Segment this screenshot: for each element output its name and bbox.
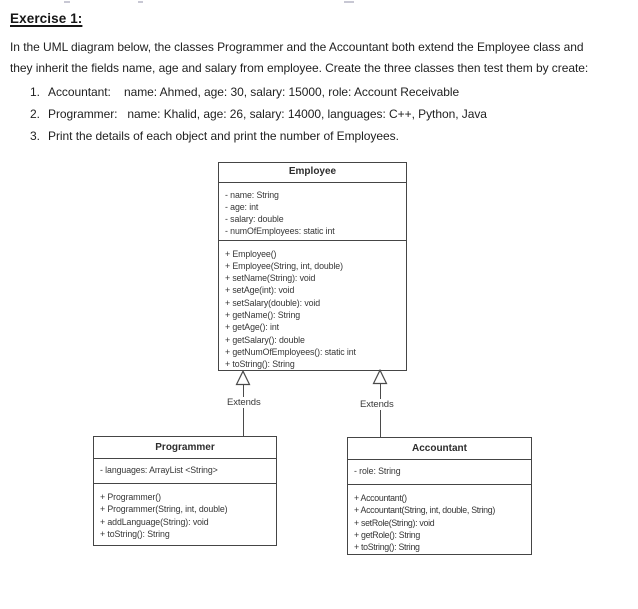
uml-member-line: + getAge(): int (225, 322, 280, 333)
class-methods-employee: + Employee()+ Employee(String, int, doub… (219, 241, 406, 375)
uml-member-line: - age: int (225, 201, 259, 212)
intro-line-2: they inherit the fields name, age and sa… (10, 61, 589, 75)
uml-member-line: + toString(): String (354, 542, 420, 553)
list-item-number: 2. (30, 107, 41, 121)
uml-member-line: + setAge(int): void (225, 285, 295, 296)
uml-member-line: + setName(String): void (225, 273, 316, 284)
generalization-line-accountant (379, 384, 381, 437)
instruction-list: 1. Accountant: name: Ahmed, age: 30, sal… (30, 84, 610, 150)
uml-member-line: + getName(): String (225, 309, 301, 320)
class-methods-accountant: + Accountant() + Accountant(String, int, … (348, 485, 531, 557)
uml-member-line: - numOfEmployees: static int (225, 226, 335, 237)
uml-member-line: - role: String (354, 466, 401, 476)
uml-member-line: + Accountant(String, int, double, String… (354, 505, 496, 516)
uml-member-line: + toString(): String (225, 359, 295, 370)
class-title-accountant: Accountant (348, 438, 531, 460)
uml-member-line: + toString(): String (100, 528, 170, 539)
intro-line-1: In the UML diagram below, the classes Pr… (10, 40, 584, 54)
generalization-arrowhead-icon (372, 369, 388, 385)
uml-member-line: + Employee(String, int, double) (225, 260, 343, 271)
class-methods-programmer: + Programmer() + Programmer(String, int, … (94, 484, 276, 544)
uml-member-line: + addLanguage(String): void (100, 516, 209, 527)
class-fields-programmer: - languages: ArrayList <String> (94, 459, 276, 484)
list-item: 2. Programmer: name: Khalid, age: 26, sa… (30, 106, 610, 122)
class-fields-employee: - name: String- age: int - salary: double… (219, 183, 406, 241)
list-item-number: 3. (30, 129, 41, 143)
extends-label-accountant: Extends (358, 399, 396, 410)
class-fields-accountant: - role: String (348, 460, 531, 485)
uml-member-line: + getRole(): String (354, 529, 420, 540)
list-item-text: Accountant: name: Ahmed, age: 30, salary… (48, 85, 460, 99)
uml-member-line: + Programmer(String, int, double) (100, 504, 228, 515)
class-box-accountant: Accountant - role: String + Accountant()… (347, 437, 532, 555)
exercise-heading: Exercise 1: (10, 11, 83, 26)
uml-member-line: + Programmer() (100, 492, 161, 502)
uml-member-line: - languages: ArrayList <String> (100, 465, 218, 475)
uml-member-line: - salary: double (225, 214, 284, 225)
clipped-text-artifact (344, 1, 354, 3)
class-box-employee: Employee - name: String- age: int - salar… (218, 162, 407, 371)
clipped-text-artifact (138, 1, 143, 3)
generalization-arrowhead-icon (235, 370, 251, 386)
list-item-text: Programmer: name: Khalid, age: 26, salar… (48, 107, 487, 121)
uml-member-line: + getSalary(): double (225, 334, 305, 345)
class-title-employee: Employee (219, 163, 406, 183)
uml-member-line: + getNumOfEmployees(): static int (225, 346, 356, 357)
class-title-programmer: Programmer (94, 437, 276, 459)
uml-member-line: + setRole(String): void (354, 517, 435, 528)
generalization-line-programmer (242, 385, 244, 436)
intro-paragraph: In the UML diagram below, the classes Pr… (10, 37, 632, 79)
extends-label-programmer: Extends (225, 397, 263, 408)
list-item-number: 1. (30, 85, 41, 99)
list-item: 3. Print the details of each object and … (30, 128, 610, 144)
list-item: 1. Accountant: name: Ahmed, age: 30, sal… (30, 84, 610, 100)
uml-member-line: - name: String (225, 189, 279, 200)
uml-member-line: + setSalary(double): void (225, 297, 321, 308)
uml-member-line: + Accountant() (354, 493, 407, 503)
list-item-text: Print the details of each object and pri… (48, 129, 399, 143)
clipped-text-artifact (64, 1, 70, 3)
class-box-programmer: Programmer - languages: ArrayList <Strin… (93, 436, 277, 546)
uml-member-line: + Employee() (225, 248, 277, 259)
